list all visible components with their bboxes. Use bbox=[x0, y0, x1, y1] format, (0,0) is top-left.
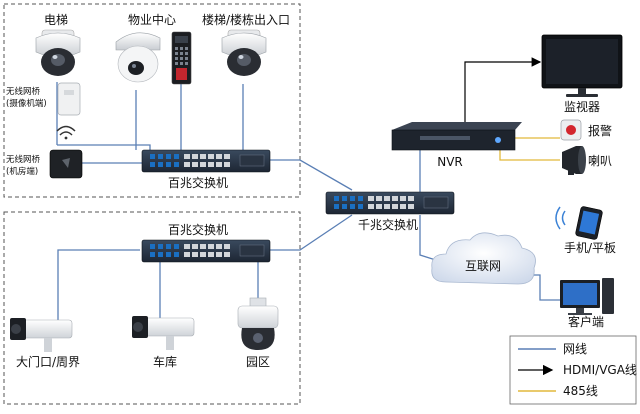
mobile-device bbox=[555, 206, 603, 240]
speaker-device bbox=[562, 146, 586, 175]
label-switch-100m-top: 百兆交换机 bbox=[168, 175, 228, 190]
client-computer bbox=[560, 278, 614, 315]
switch-100m-top bbox=[141, 149, 271, 173]
label-park: 园区 bbox=[246, 355, 270, 369]
switch-100m-bottom bbox=[141, 239, 271, 263]
nvr-device bbox=[391, 122, 522, 151]
bullet-camera-garage bbox=[132, 316, 195, 350]
label-speaker: 喇叭 bbox=[588, 153, 612, 168]
bottom-zone-box bbox=[3, 211, 301, 405]
legend-label-network: 网线 bbox=[563, 342, 587, 356]
label-stair-entrance: 楼梯/楼栋出入口 bbox=[202, 12, 290, 27]
label-internet: 互联网 bbox=[465, 259, 501, 273]
label-wireless-bridge-camera: 无线网桥 bbox=[6, 86, 41, 97]
mobile-wifi-icon bbox=[555, 206, 566, 230]
wireless-signal-icon bbox=[56, 125, 76, 140]
legend: 网线 HDMI/VGA线 485线 bbox=[509, 335, 637, 405]
switch-1000m bbox=[325, 191, 455, 215]
legend-label-485: 485线 bbox=[563, 384, 598, 398]
access-control-keypad bbox=[171, 31, 192, 85]
485-cables bbox=[499, 137, 560, 161]
label-phone-tablet: 手机/平板 bbox=[564, 241, 616, 255]
dome-camera-elevator bbox=[35, 29, 81, 76]
bullet-camera-gate bbox=[10, 318, 73, 352]
label-wireless-bridge-room: 无线网桥 bbox=[6, 154, 41, 165]
turret-camera-property bbox=[115, 32, 161, 83]
label-elevator: 电梯 bbox=[44, 13, 68, 27]
label-alarm: 报警 bbox=[588, 123, 612, 138]
monitor-device bbox=[541, 34, 623, 97]
ptz-camera-park bbox=[237, 297, 279, 350]
label-client: 客户端 bbox=[568, 314, 604, 329]
internet-cloud bbox=[431, 232, 536, 285]
label-wireless-bridge-camera-sub: (摄像机端) bbox=[6, 98, 47, 109]
label-garage: 车库 bbox=[153, 354, 177, 369]
label-wireless-bridge-room-sub: (机房端) bbox=[6, 166, 38, 177]
label-nvr: NVR bbox=[437, 155, 463, 169]
label-switch-100m-bottom: 百兆交换机 bbox=[168, 222, 228, 237]
label-switch-1000m: 千兆交换机 bbox=[358, 217, 418, 232]
top-zone-box bbox=[3, 3, 301, 198]
wireless-bridge-room-side bbox=[49, 149, 83, 179]
label-gate-perimeter: 大门口/周界 bbox=[16, 354, 80, 369]
hdmi-cable bbox=[464, 57, 542, 128]
label-monitor: 监视器 bbox=[564, 99, 600, 114]
label-property-center: 物业中心 bbox=[128, 12, 176, 27]
dome-camera-stairs bbox=[221, 29, 267, 76]
alarm-device bbox=[560, 119, 582, 141]
legend-label-hdmi: HDMI/VGA线 bbox=[563, 363, 637, 377]
network-cables bbox=[56, 82, 560, 320]
wireless-bridge-camera-side bbox=[57, 82, 81, 116]
